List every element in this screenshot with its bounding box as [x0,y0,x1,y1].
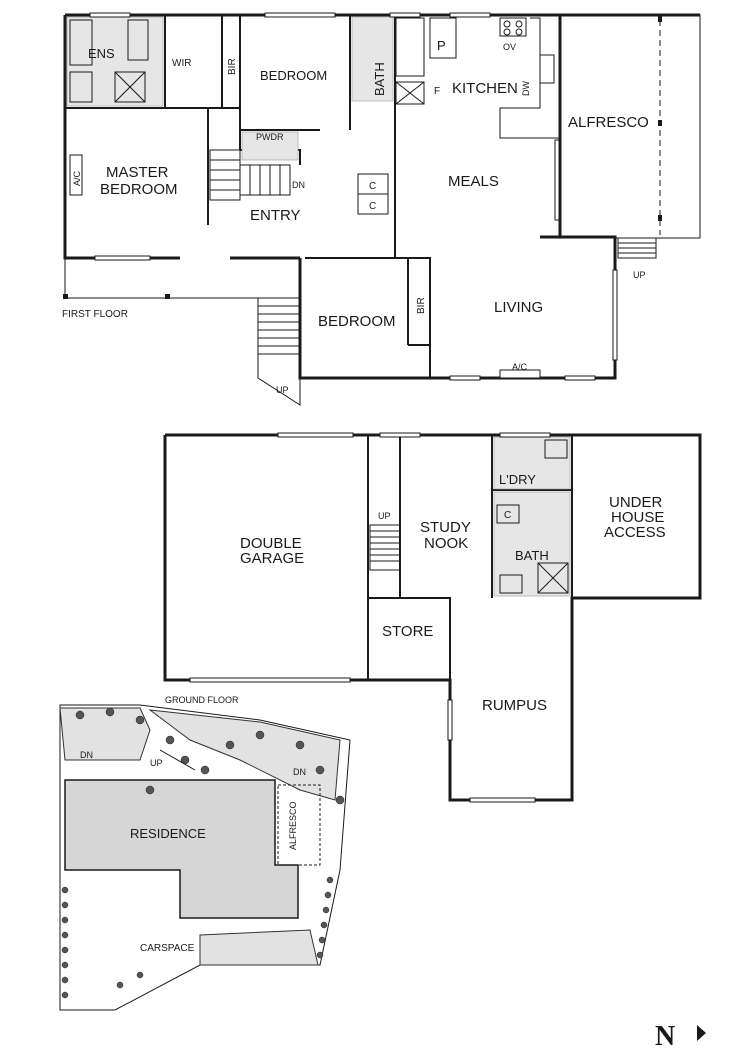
carspace-label: CARSPACE [140,943,195,954]
bedroom-top-label: BEDROOM [260,68,327,83]
site-alfresco-label: ALFRESCO [288,801,298,850]
fridge-label: F [434,86,440,97]
first-floor-label: FIRST FLOOR [62,309,128,320]
meals-label: MEALS [448,173,499,190]
bath-top-label: BATH [372,62,387,96]
entry-label: ENTRY [250,207,301,224]
double-garage-label-line2: GARAGE [240,550,304,567]
ground-stairs-up-label: UP [378,511,391,521]
store-label: STORE [382,623,433,640]
study-nook-label-line1: STUDY [420,519,471,536]
under-house-access-line2: HOUSE [611,509,664,526]
alfresco-label: ALFRESCO [568,114,649,131]
site-stairs-up-label: UP [150,758,163,768]
ac-master-label: A/C [72,170,82,186]
cupboard-label-2: C [369,201,376,212]
living-label: LIVING [494,299,543,316]
wir-label: WIR [172,58,191,69]
ac-living-label: A/C [512,362,528,372]
first-floor-plan [63,12,701,406]
under-house-access-line3: ACCESS [604,524,666,541]
powder-room-label: PWDR [256,132,284,142]
cupboard-label-1: C [369,181,376,192]
site-shrubs [61,707,345,999]
site-plan [59,704,351,1011]
compass-north-label: N [655,1021,675,1052]
double-garage-label-line1: DOUBLE [240,535,302,552]
oven-label: OV [503,42,516,52]
residence-label: RESIDENCE [130,826,206,841]
site-stairs-down-left-label: DN [80,750,93,760]
ground-cupboard-label: C [504,510,511,521]
alfresco-stairs-up-label: UP [633,270,646,280]
study-nook-label-line2: NOOK [424,535,468,552]
pantry-label: P [437,38,446,53]
kitchen-label: KITCHEN [452,80,518,97]
stairs-down-label: DN [292,180,305,190]
ground-floor-label: GROUND FLOOR [165,695,239,705]
ens-label: ENS [88,46,115,61]
laundry-label: L'DRY [499,472,536,487]
under-house-access-line1: UNDER [609,494,663,511]
bedroom-2-label: BEDROOM [318,313,396,330]
ground-bath-label: BATH [515,548,549,563]
rumpus-label: RUMPUS [482,697,547,714]
bir-label-top: BIR [227,58,238,75]
site-stairs-down-right-label: DN [293,767,306,777]
compass [697,1025,706,1041]
master-bedroom-label-line2: BEDROOM [100,181,178,198]
bir-2-label: BIR [416,297,427,314]
dishwasher-label: DW [521,81,531,96]
entry-stairs-up-label: UP [276,385,289,395]
north-arrow-icon [697,1025,706,1041]
master-bedroom-label-line1: MASTER [106,164,169,181]
ground-floor-plan [163,432,702,803]
